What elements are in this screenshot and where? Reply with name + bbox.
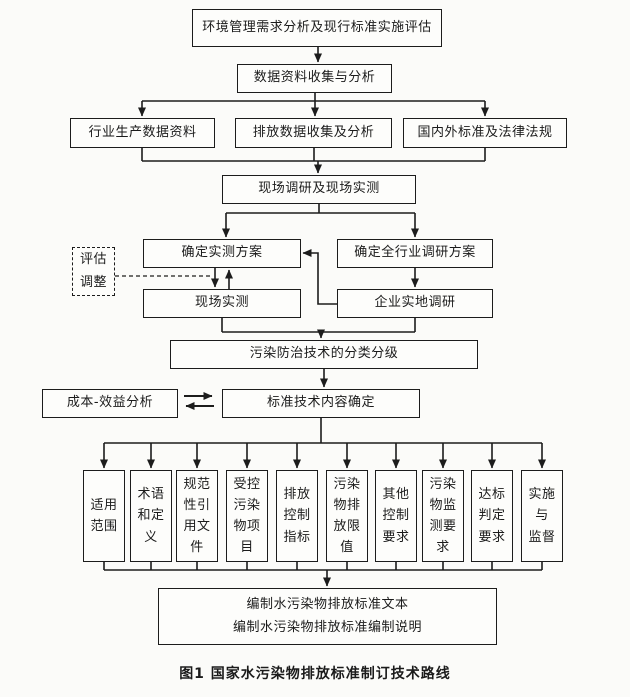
- node-tech-content: 标准技术内容确定: [222, 389, 420, 418]
- node-pollution-tech-classification: 污染防治技术的分类分级: [170, 340, 478, 369]
- node-field-measurement: 现场实测: [143, 289, 301, 318]
- node-data-collection: 数据资料收集与分析: [237, 64, 392, 93]
- output-line-2: 编制水污染物排放标准编制说明: [232, 620, 422, 635]
- node-cost-benefit: 成本-效益分析: [42, 389, 178, 418]
- node-col-controlled-pollutants: 受控 污染 物项 目: [226, 470, 268, 562]
- node-industry-survey-plan: 确定全行业调研方案: [337, 239, 493, 268]
- node-standard-output: 编制水污染物排放标准文本 编制水污染物排放标准编制说明: [158, 588, 497, 645]
- figure-caption: 图1 国家水污染物排放标准制订技术路线: [179, 666, 451, 682]
- node-enterprise-survey: 企业实地调研: [337, 289, 493, 318]
- node-eval-adjust: 评估 调整: [72, 247, 115, 296]
- node-col-normative-references: 规范 性引 用文 件: [176, 470, 218, 562]
- node-col-emission-limits: 污染 物排 放限 值: [326, 470, 368, 562]
- node-field-research: 现场调研及现场实测: [222, 175, 416, 204]
- node-col-terms-definitions: 术语 和定 义: [130, 470, 172, 562]
- node-col-other-control-requirements: 其他 控制 要求: [375, 470, 417, 562]
- node-col-emission-control-indicators: 排放 控制 指标: [276, 470, 318, 562]
- node-col-implementation-supervision: 实施 与 监督: [521, 470, 563, 562]
- node-industry-data: 行业生产数据资料: [70, 118, 215, 148]
- node-col-compliance-judgment: 达标 判定 要求: [471, 470, 513, 562]
- node-env-assessment: 环境管理需求分析及现行标准实施评估: [192, 9, 442, 47]
- node-col-monitoring-requirements: 污染 物监 测要 求: [422, 470, 464, 562]
- node-measurement-plan: 确定实测方案: [143, 239, 301, 268]
- node-col-scope: 适用 范围: [83, 470, 125, 562]
- node-standards-laws: 国内外标准及法律法规: [403, 118, 567, 148]
- output-line-1: 编制水污染物排放标准文本: [246, 596, 409, 612]
- node-emission-data: 排放数据收集及分析: [235, 118, 392, 148]
